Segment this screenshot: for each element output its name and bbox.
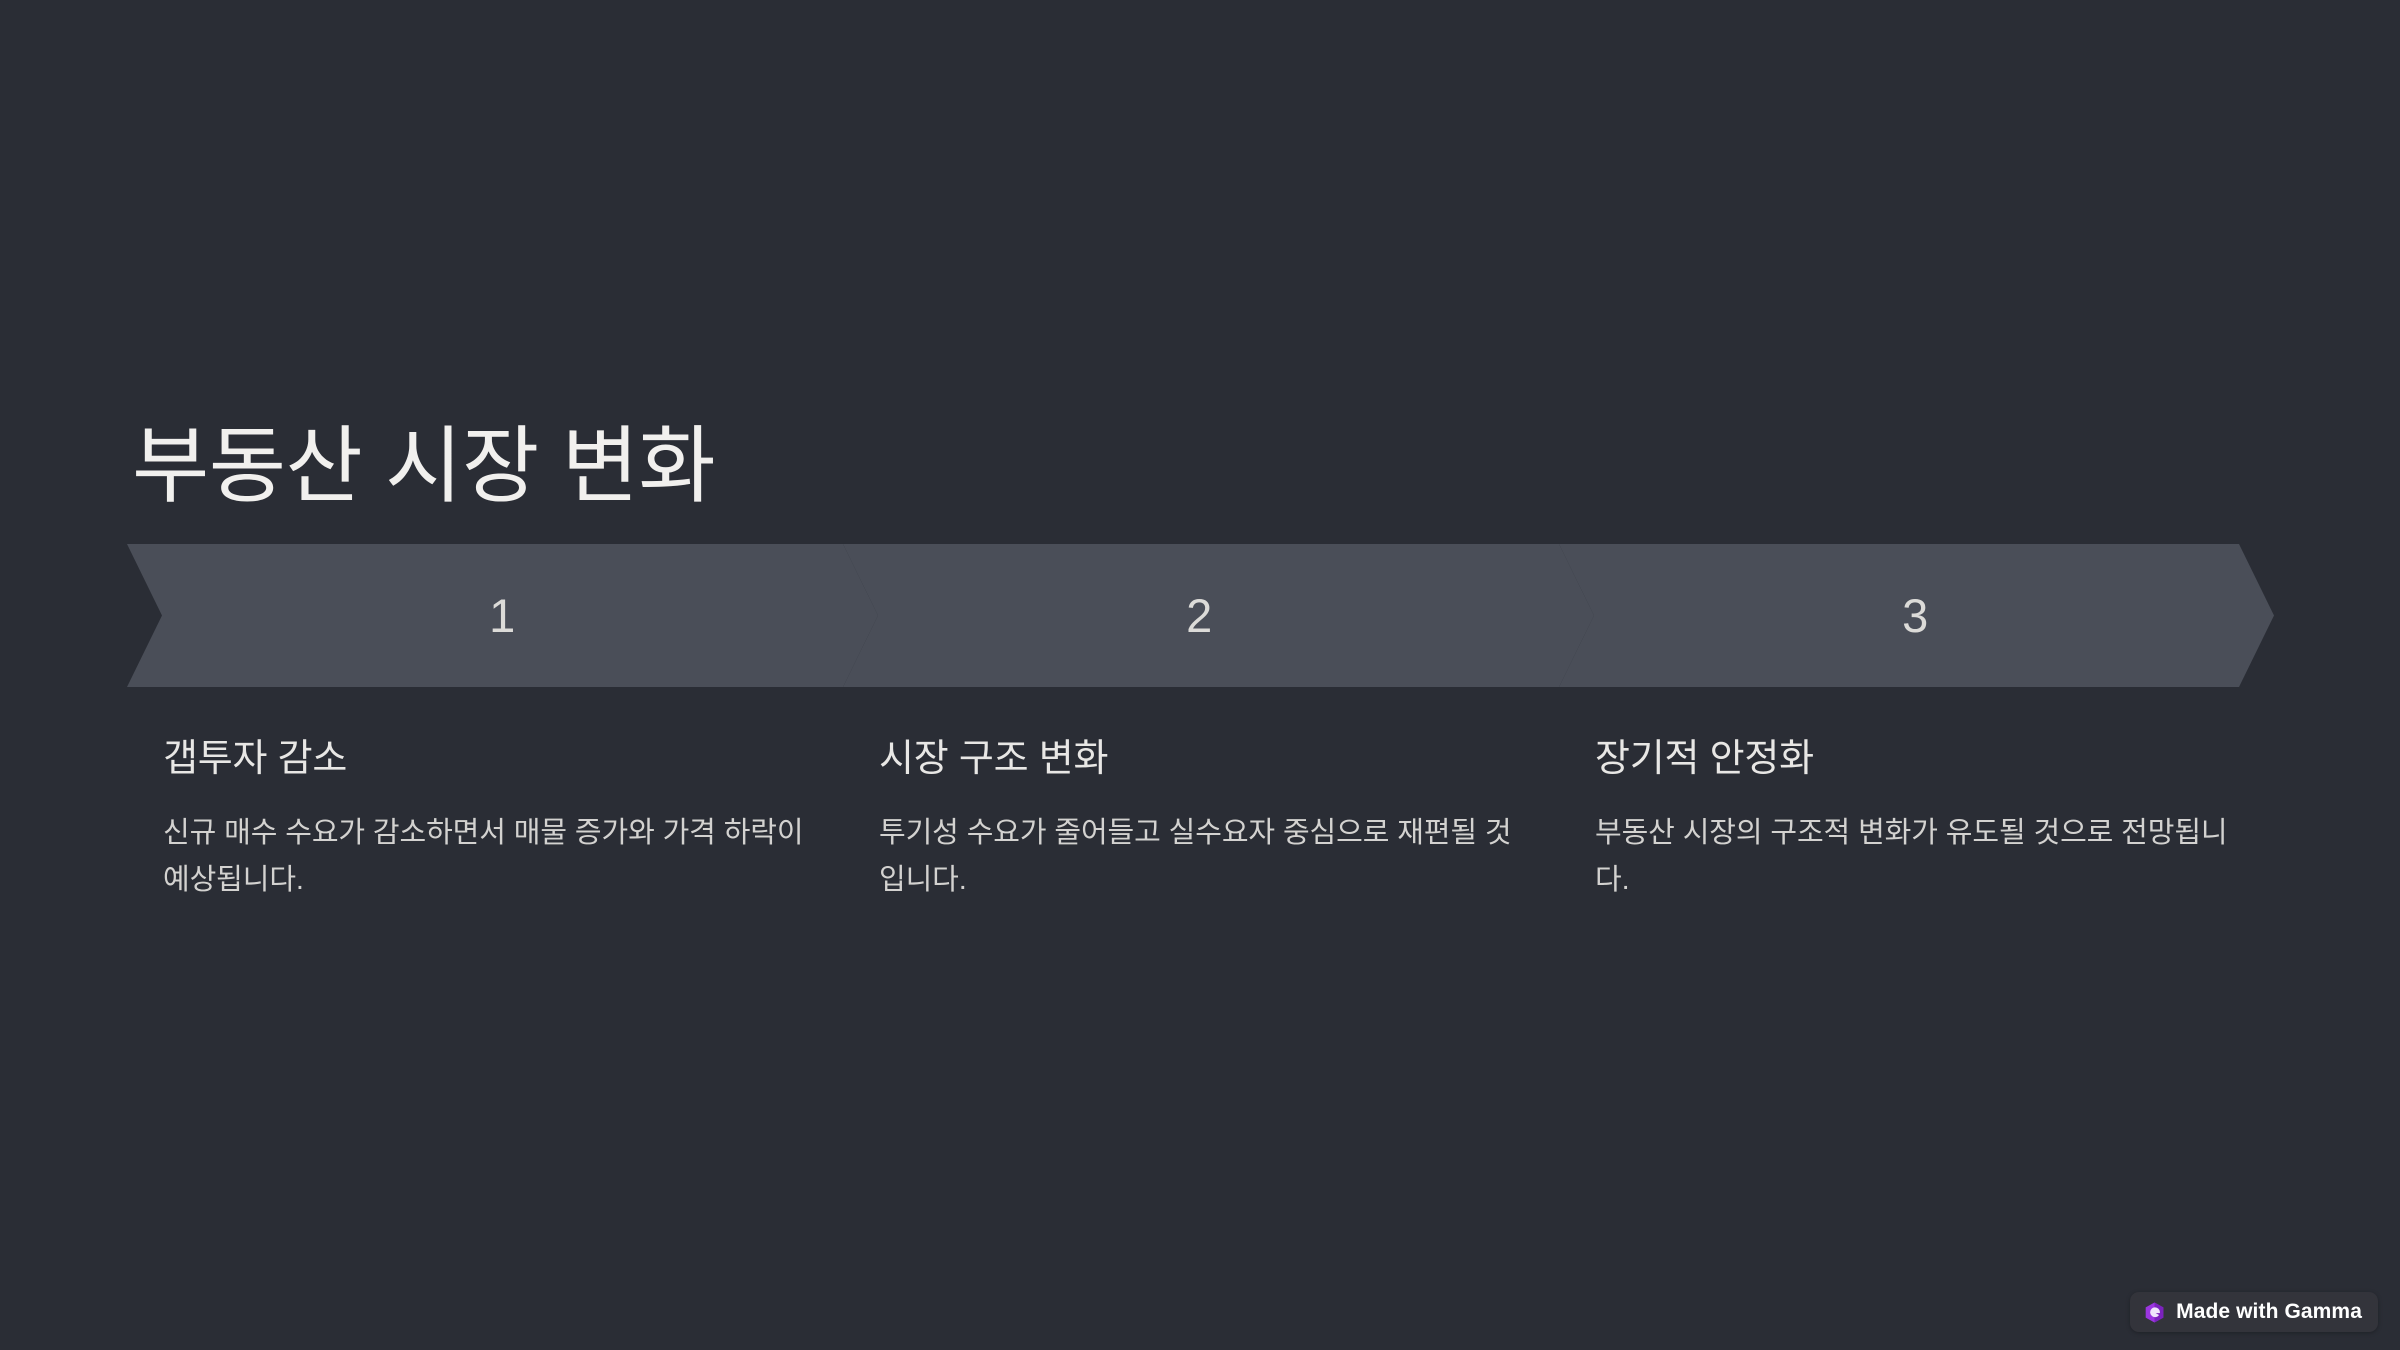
step-heading-3: 장기적 안정화	[1595, 738, 1814, 780]
step-description-row: 갭투자 감소 신규 매수 수요가 감소하면서 매물 증가와 가격 하락이 예상됩…	[163, 735, 2283, 904]
step-body-1: 신규 매수 수요가 감소하면서 매물 증가와 가격 하락이 예상됩니다.	[163, 817, 804, 897]
page-title: 부동산 시장 변화	[132, 419, 716, 514]
step-body-2: 투기성 수요가 줄어들고 실수요자 중심으로 재편될 것입니다.	[879, 817, 1512, 897]
step-card-2: 시장 구조 변화 투기성 수요가 줄어들고 실수요자 중심으로 재편될 것입니다…	[879, 735, 1595, 904]
gamma-badge-label: Made with Gamma	[2176, 1300, 2362, 1323]
step-card-1: 갭투자 감소 신규 매수 수요가 감소하면서 매물 증가와 가격 하락이 예상됩…	[163, 735, 879, 904]
chevron-shape-1[interactable]	[127, 544, 878, 687]
step-heading-1: 갭투자 감소	[163, 738, 348, 780]
chevron-shape-3[interactable]	[1559, 544, 2274, 687]
step-body-3: 부동산 시장의 구조적 변화가 유도될 것으로 전망됩니다.	[1595, 817, 2228, 897]
step-card-3: 장기적 안정화 부동산 시장의 구조적 변화가 유도될 것으로 전망됩니다.	[1595, 735, 2283, 904]
gamma-logo-icon	[2145, 1302, 2164, 1322]
made-with-gamma-badge[interactable]: Made with Gamma	[2130, 1292, 2378, 1332]
step-heading-2: 시장 구조 변화	[879, 738, 1109, 780]
chevron-shape-2[interactable]	[843, 544, 1594, 687]
chevron-step-band	[127, 544, 2274, 687]
